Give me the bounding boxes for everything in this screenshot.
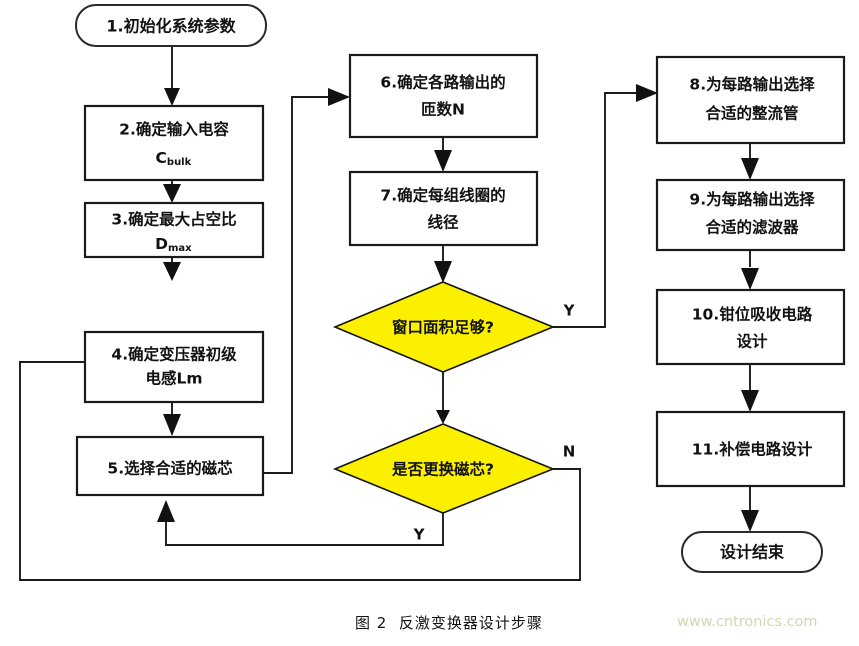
edge-decision2-yes-loop [157, 500, 444, 546]
node-decision1-label: 窗口面积足够? [392, 318, 494, 337]
node-step6[interactable]: 6.确定各路输出的 匝数N [348, 53, 539, 139]
edge-step10-to-step11 [741, 364, 759, 412]
node-step7[interactable]: 7.确定每组线圈的 线径 [348, 170, 539, 247]
edge-step5-to-step6 [263, 88, 350, 474]
node-step10-label: 10.钳位吸收电路 [692, 305, 813, 324]
edge-step2-to-step3 [163, 180, 181, 203]
edge-step9-to-step10 [741, 250, 759, 290]
node-start[interactable]: 1.初始化系统参数 [75, 4, 267, 47]
node-step10-label2: 设计 [736, 332, 768, 351]
node-step7-label2: 线径 [427, 213, 459, 232]
edge-step7-to-decision1 [434, 245, 452, 283]
node-step10[interactable]: 10.钳位吸收电路 设计 [655, 288, 846, 366]
node-step8[interactable]: 8.为每路输出选择 合适的整流管 [655, 55, 846, 145]
node-step2-label: 2.确定输入电容 [119, 120, 229, 139]
node-step2[interactable]: 2.确定输入电容 Cbulk [83, 104, 265, 182]
node-step9-label: 9.为每路输出选择 [689, 190, 815, 209]
node-step3[interactable]: 3.确定最大占空比 Dmax [83, 201, 265, 259]
node-step7-label: 7.确定每组线圈的 [380, 186, 505, 205]
edge-decision1-to-decision2 [436, 372, 450, 424]
node-step11-label: 11.补偿电路设计 [692, 440, 813, 459]
edge-step11-to-end [741, 486, 759, 532]
edge-decision1-yes-to-step8 [553, 84, 658, 328]
node-step2-symbol: Cbulk [107, 149, 229, 171]
edge-label-decision1-yes: Y [563, 302, 576, 320]
edge-step3-to-step4 [163, 257, 181, 281]
node-end-label: 设计结束 [720, 543, 785, 562]
node-step8-label: 8.为每路输出选择 [689, 75, 815, 94]
node-start-label: 1.初始化系统参数 [106, 17, 236, 36]
edge-step6-to-step7 [434, 137, 452, 172]
edge-step4-to-step5 [163, 402, 181, 436]
node-decision1[interactable]: 窗口面积足够? [332, 281, 556, 373]
node-step11[interactable]: 11.补偿电路设计 [655, 410, 846, 488]
edge-label-decision2-no: N [563, 443, 576, 461]
node-step5-label: 5.选择合适的磁芯 [107, 459, 233, 478]
edge-step8-to-step9 [741, 143, 759, 180]
node-decision2-label: 是否更换磁芯? [391, 460, 494, 479]
node-step9-label2: 合适的滤波器 [705, 218, 799, 237]
edge-label-decision2-yes: Y [413, 526, 426, 544]
node-step3-label: 3.确定最大占空比 [111, 210, 236, 229]
figure-caption: 图 2 反激变换器设计步骤 [355, 614, 543, 632]
node-step4-label2: 电感Lm [145, 369, 202, 388]
node-step6-label: 6.确定各路输出的 [380, 73, 505, 92]
node-end[interactable]: 设计结束 [681, 531, 823, 573]
watermark-text: www.cntronics.com [677, 614, 818, 630]
node-step4[interactable]: 4.确定变压器初级 电感Lm [83, 330, 265, 404]
node-step6-label2: 匝数N [421, 100, 465, 119]
node-step3-symbol: Dmax [107, 235, 230, 257]
node-decision2[interactable]: 是否更换磁芯? [332, 423, 556, 514]
node-step9[interactable]: 9.为每路输出选择 合适的滤波器 [655, 178, 846, 252]
node-step4-label: 4.确定变压器初级 [111, 345, 237, 364]
node-step5[interactable]: 5.选择合适的磁芯 [75, 435, 265, 497]
node-step8-label2: 合适的整流管 [705, 104, 798, 123]
edge-start-to-step2 [164, 46, 180, 106]
